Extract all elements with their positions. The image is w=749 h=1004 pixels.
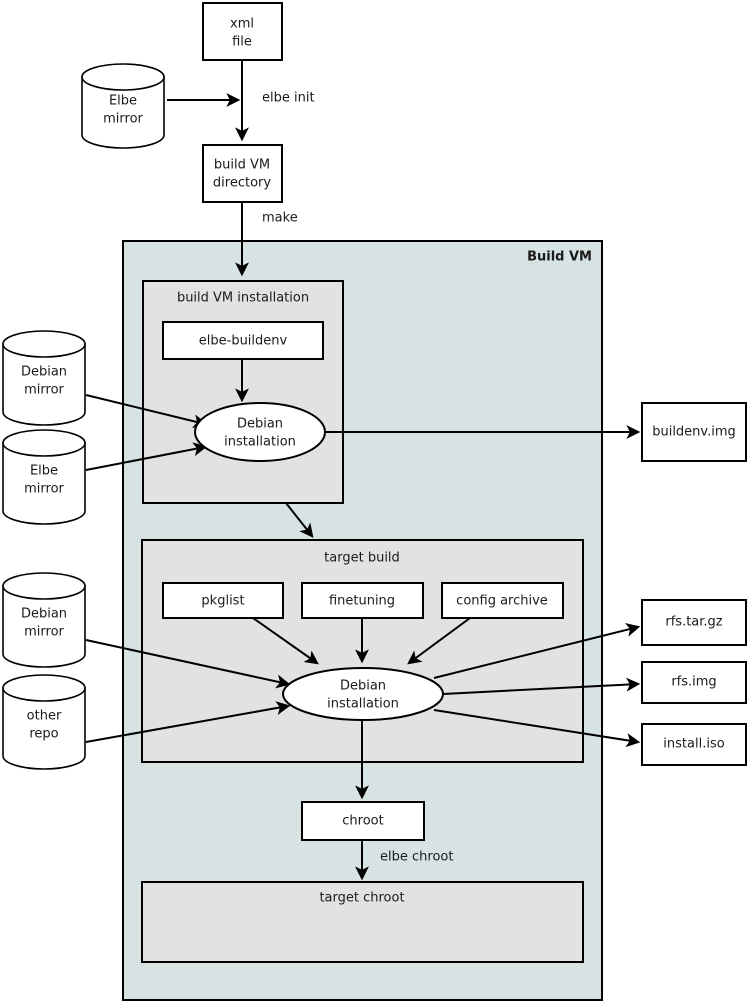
node-chroot[interactable]: chroot	[301, 801, 425, 841]
debian-mirror-upper-label-line2: mirror	[24, 383, 64, 398]
install-iso-label: install.iso	[663, 737, 724, 752]
debian-installation-vm-label-line2: installation	[224, 435, 296, 450]
pkglist-box[interactable]	[162, 582, 284, 619]
target-chroot-title: target chroot	[319, 891, 404, 906]
container-target-chroot: target chroot	[141, 881, 584, 963]
node-debian-mirror-target[interactable]: Debian mirror	[2, 572, 86, 668]
debian-installation-target-ellipse[interactable]	[282, 667, 444, 721]
elbe-buildenv-label: elbe-buildenv	[199, 334, 288, 349]
node-other-repo[interactable]: other repo	[2, 674, 86, 770]
build-vm-installation-box	[142, 280, 344, 504]
target-build-title: target build	[324, 551, 400, 566]
debian-mirror-target-label-line2: mirror	[24, 625, 64, 640]
node-build-vm-directory[interactable]: build VM directory	[202, 144, 283, 203]
node-elbe-buildenv[interactable]: elbe-buildenv	[162, 321, 324, 360]
node-install-iso[interactable]: install.iso	[641, 723, 747, 766]
install-iso-box[interactable]	[641, 723, 747, 766]
xml-file-label-line1: xml	[230, 17, 254, 32]
other-repo-cylinder-body[interactable]	[2, 687, 86, 770]
debian-mirror-upper-cylinder-top	[2, 330, 86, 358]
edge-debian-mirror-target-to-debian-installation-target	[85, 639, 291, 689]
finetuning-box[interactable]	[301, 582, 424, 619]
edge-label-elbe-init: elbe init	[262, 91, 315, 106]
build-vm-directory-label-line2: directory	[213, 176, 271, 191]
xml-file-box[interactable]	[202, 2, 283, 61]
edge-elbe-mirror-lower-to-debian-installation-vm	[85, 442, 208, 471]
edge-debian-installation-vm-to-target-build	[285, 502, 314, 538]
edge-labels-layer: elbe init make elbe chroot	[262, 91, 453, 865]
config-archive-label: config archive	[456, 594, 548, 609]
node-finetuning[interactable]: finetuning	[301, 582, 424, 619]
chroot-label: chroot	[342, 814, 383, 829]
elbe-mirror-lower-label-line1: Elbe	[30, 464, 58, 479]
container-build-vm-installation: build VM installation	[142, 280, 344, 504]
elbe-buildenv-box[interactable]	[162, 321, 324, 360]
rfs-tar-gz-box[interactable]	[641, 599, 747, 646]
node-rfs-tar-gz[interactable]: rfs.tar.gz	[641, 599, 747, 646]
other-repo-label-line1: other	[27, 709, 62, 724]
build-vm-directory-label-line1: build VM	[214, 158, 270, 173]
debian-mirror-upper-cylinder-body[interactable]	[2, 343, 86, 426]
debian-installation-vm-label-line1: Debian	[237, 417, 283, 432]
buildenv-img-label: buildenv.img	[652, 425, 736, 440]
debian-mirror-target-cylinder-top	[2, 572, 86, 600]
debian-mirror-target-label-line1: Debian	[21, 607, 67, 622]
node-buildenv-img[interactable]: buildenv.img	[641, 402, 747, 462]
xml-file-label-line2: file	[232, 35, 252, 50]
other-repo-label-line2: repo	[29, 727, 58, 742]
elbe-mirror-top-cylinder-body[interactable]	[81, 76, 165, 149]
edges-layer	[85, 60, 641, 881]
debian-mirror-target-cylinder-body[interactable]	[2, 585, 86, 668]
edge-debian-installation-target-to-install-iso	[433, 709, 641, 748]
debian-installation-target-label-line1: Debian	[340, 679, 386, 694]
node-elbe-mirror-top[interactable]: Elbe mirror	[81, 63, 165, 149]
elbe-mirror-top-label-line1: Elbe	[109, 94, 137, 109]
rfs-img-label: rfs.img	[671, 675, 716, 690]
node-elbe-mirror-lower[interactable]: Elbe mirror	[2, 429, 86, 525]
edge-debian-installation-target-to-rfs-tar-gz	[433, 623, 641, 679]
node-pkglist[interactable]: pkglist	[162, 582, 284, 619]
edge-label-make: make	[262, 211, 298, 226]
rfs-tar-gz-label: rfs.tar.gz	[665, 615, 722, 630]
debian-mirror-upper-label-line1: Debian	[21, 365, 67, 380]
build-vm-title: Build VM	[527, 250, 592, 265]
elbe-mirror-top-label-line2: mirror	[103, 112, 143, 127]
chroot-box[interactable]	[301, 801, 425, 841]
buildenv-img-box[interactable]	[641, 402, 747, 462]
elbe-mirror-lower-cylinder-top	[2, 429, 86, 457]
target-chroot-box	[141, 881, 584, 963]
elbe-mirror-top-cylinder-top	[81, 63, 165, 91]
pkglist-label: pkglist	[201, 594, 244, 609]
other-repo-cylinder-top	[2, 674, 86, 702]
edge-config-archive-to-debian-installation-target	[407, 617, 471, 665]
build-vm-directory-box[interactable]	[202, 144, 283, 203]
elbe-mirror-lower-cylinder-body[interactable]	[2, 442, 86, 525]
debian-installation-target-label-line2: installation	[327, 697, 399, 712]
node-config-archive[interactable]: config archive	[441, 582, 564, 619]
edge-other-repo-to-debian-installation-target	[85, 701, 291, 743]
build-vm-installation-title: build VM installation	[177, 291, 309, 306]
edge-debian-installation-target-to-rfs-img	[442, 677, 641, 695]
elbe-mirror-lower-label-line2: mirror	[24, 482, 64, 497]
node-xml-file[interactable]: xml file	[202, 2, 283, 61]
node-rfs-img[interactable]: rfs.img	[641, 661, 747, 704]
config-archive-box[interactable]	[441, 582, 564, 619]
node-debian-installation-vm[interactable]: Debian installation	[194, 402, 326, 462]
node-debian-mirror-upper[interactable]: Debian mirror	[2, 330, 86, 426]
debian-installation-vm-ellipse[interactable]	[194, 402, 326, 462]
edge-label-elbe-chroot: elbe chroot	[380, 850, 453, 865]
edge-pkglist-to-debian-installation-target	[252, 617, 319, 665]
node-debian-installation-target[interactable]: Debian installation	[282, 667, 444, 721]
rfs-img-box[interactable]	[641, 661, 747, 704]
edge-debian-mirror-to-debian-installation-vm	[85, 394, 208, 429]
finetuning-label: finetuning	[329, 594, 395, 609]
